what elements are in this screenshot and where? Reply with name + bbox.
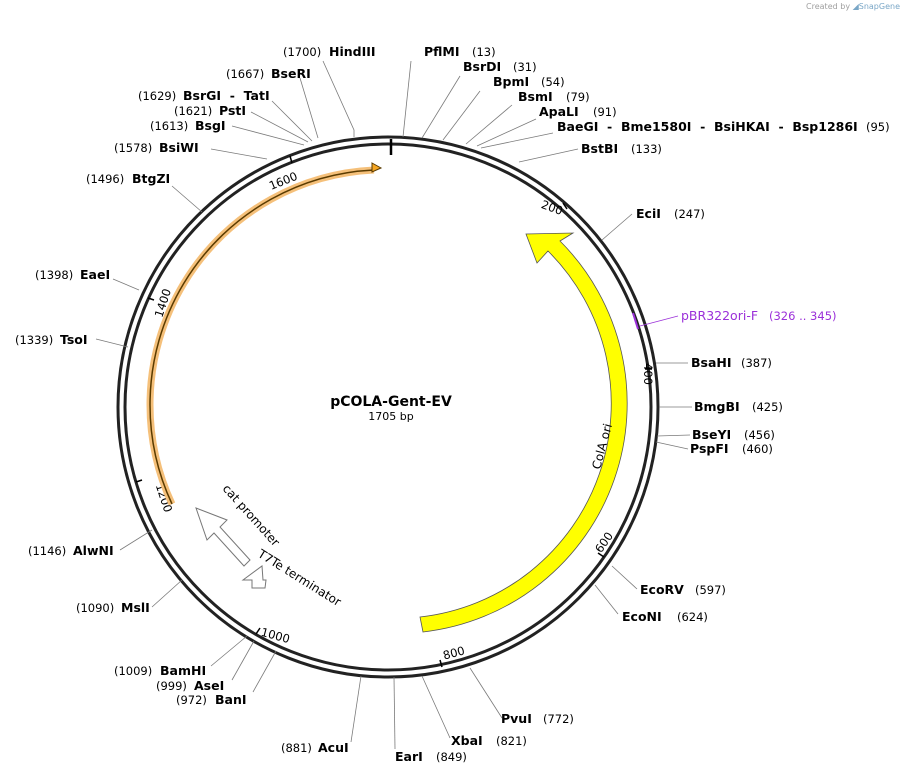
enzyme-bsahi[interactable]: BsaHI: [691, 355, 732, 370]
backbone-inner-ring: [123, 142, 653, 672]
enzyme-asei[interactable]: AseI: [194, 678, 224, 693]
cat-promoter-feature[interactable]: [195, 507, 251, 567]
primer-name[interactable]: pBR322ori-F: [681, 308, 758, 323]
enzyme-xbai[interactable]: XbaI: [451, 733, 483, 748]
enzyme-pos-eari: (849): [436, 750, 467, 764]
pbr322ori-f-primer-mark: [632, 312, 639, 330]
enzyme-pos-asei: (999): [156, 679, 187, 693]
primer-range: (326 .. 345): [769, 309, 837, 323]
enzyme-pos-xbai: (821): [496, 734, 527, 748]
snapgene-brand: SnapGene: [858, 2, 900, 11]
enzyme-bsrgi-group[interactable]: BsrGI - TatI: [183, 88, 270, 103]
enzyme-pos-pvui: (772): [543, 712, 574, 726]
enzyme-tsoi[interactable]: TsoI: [60, 332, 88, 347]
enzyme-ecii[interactable]: EciI: [636, 206, 661, 221]
enzyme-ecorv[interactable]: EcoRV: [640, 582, 684, 597]
enzyme-bstbi[interactable]: BstBI: [581, 141, 618, 156]
enzyme-bpmi[interactable]: BpmI: [493, 74, 529, 89]
enzyme-pos-hindiii: (1700): [283, 45, 321, 59]
enzyme-pos-tsoi: (1339): [15, 333, 53, 347]
enzyme-leader-lines: [95, 60, 692, 750]
enzyme-pos-bseyi: (456): [744, 428, 775, 442]
enzyme-pos-bsgi: (1613): [150, 119, 188, 133]
plasmid-length: 1705 bp: [368, 410, 413, 423]
backbone-outer-ring: [116, 135, 660, 679]
plasmid-name: pCOLA-Gent-EV: [330, 394, 452, 410]
enzyme-apali[interactable]: ApaLI: [539, 104, 579, 119]
enzyme-pvui[interactable]: PvuI: [501, 711, 532, 726]
enzyme-pos-bsahi: (387): [741, 356, 772, 370]
enzyme-psti[interactable]: PstI: [219, 103, 246, 118]
enzyme-pos-bpmi: (54): [541, 75, 565, 89]
enzyme-pos-bsrgi-group: (1629): [138, 89, 176, 103]
enzyme-pos-bmgbi: (425): [752, 400, 783, 414]
enzyme-labels: (1700) HindIII PflMI (13) BsrDI (31) Bpm…: [15, 44, 890, 764]
tick-label-600: 600: [592, 529, 616, 555]
enzyme-pos-bsiwi: (1578): [114, 141, 152, 155]
enzyme-pos-bani: (972): [176, 693, 207, 707]
enzyme-pos-btgzi: (1496): [86, 172, 124, 186]
enzyme-bmgbi[interactable]: BmgBI: [694, 399, 740, 414]
enzyme-eari[interactable]: EarI: [395, 749, 423, 764]
enzyme-pos-econi: (624): [677, 610, 708, 624]
enzyme-bamhi[interactable]: BamHI: [160, 663, 206, 678]
orange-feature-head: [371, 162, 383, 173]
enzyme-pos-pspfi: (460): [742, 442, 773, 456]
enzyme-pos-ecii: (247): [674, 207, 705, 221]
ring-ticks: [135, 155, 652, 668]
enzyme-pos-baegi-group: (95): [866, 120, 890, 134]
orange-feature-arrow[interactable]: [146, 166, 375, 506]
enzyme-pos-apali: (91): [593, 105, 617, 119]
enzyme-pflmi[interactable]: PflMI: [424, 44, 460, 59]
enzyme-baegi-group[interactable]: BaeGI - Bme1580I - BsiHKAI - Bsp1286I: [557, 119, 858, 134]
snapgene-credit: Created by ◢SnapGene: [806, 2, 900, 11]
enzyme-pos-pflmi: (13): [472, 45, 496, 59]
enzyme-pos-bsmi: (79): [566, 90, 590, 104]
enzyme-bseyi[interactable]: BseYI: [692, 427, 731, 442]
orange-feature-core: [149, 169, 375, 505]
tick-label-800: 800: [441, 643, 466, 662]
enzyme-bsgi[interactable]: BsgI: [195, 118, 226, 133]
enzyme-msli[interactable]: MslI: [121, 600, 150, 615]
enzyme-pos-bseri: (1667): [226, 67, 264, 81]
enzyme-pos-bsrdi: (31): [513, 60, 537, 74]
enzyme-btgzi[interactable]: BtgZI: [132, 171, 170, 186]
enzyme-pos-msli: (1090): [76, 601, 114, 615]
primer-leader: [639, 315, 679, 327]
enzyme-pos-bstbi: (133): [631, 142, 662, 156]
t7te-terminator-label: T7Te terminator: [255, 546, 344, 609]
enzyme-alwni[interactable]: AlwNI: [73, 543, 114, 558]
enzyme-pos-psti: (1621): [174, 104, 212, 118]
t7te-terminator-feature[interactable]: [241, 565, 267, 589]
enzyme-pos-eaei: (1398): [35, 268, 73, 282]
enzyme-bani[interactable]: BanI: [215, 692, 247, 707]
enzyme-bsiwi[interactable]: BsiWI: [159, 140, 199, 155]
enzyme-hindiii[interactable]: HindIII: [329, 44, 376, 59]
enzyme-pos-alwni: (1146): [28, 544, 66, 558]
enzyme-eaei[interactable]: EaeI: [80, 267, 110, 282]
enzyme-bseri[interactable]: BseRI: [271, 66, 311, 81]
enzyme-bsmi[interactable]: BsmI: [518, 89, 553, 104]
tick-label-400: 400: [641, 363, 655, 385]
enzyme-acui-label[interactable]: AcuI: [318, 740, 349, 755]
enzyme-pos-bamhi: (1009): [114, 664, 152, 678]
tick-label-1000: 1000: [259, 625, 291, 646]
enzyme-pspfi[interactable]: PspFI: [690, 441, 729, 456]
enzyme-econi[interactable]: EcoNI: [622, 609, 662, 624]
cola-ori-feature[interactable]: [419, 232, 628, 633]
enzyme-pos-ecorv: (597): [695, 583, 726, 597]
enzyme-pos-acui: (881): [281, 741, 312, 755]
enzyme-bsrdi[interactable]: BsrDI: [463, 59, 501, 74]
